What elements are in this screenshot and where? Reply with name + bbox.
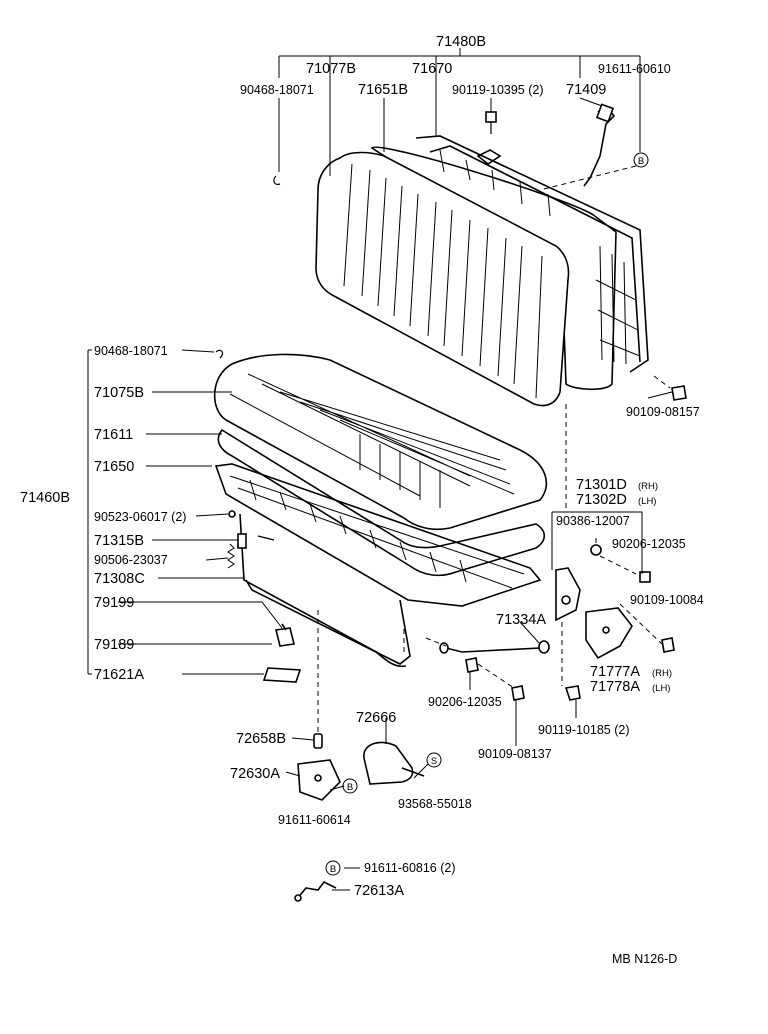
label-72666: 72666 [356,710,396,726]
label-90468-18071-top: 90468-18071 [240,83,314,97]
hinge-71301D [555,567,581,622]
pull-rod [245,579,407,668]
label-79199: 79199 [94,595,134,611]
label-71308C: 71308C [94,571,145,587]
strap-71409 [583,103,616,187]
nut-90206-12035-b [465,657,479,673]
label-71778A: 71778A [590,679,640,695]
hook-lower [215,349,224,359]
bolt-90119-10185 [564,685,581,701]
bolt-90109-08157 [671,385,687,401]
part-72658B [313,733,323,749]
label-71075B: 71075B [94,385,144,401]
label-72658B: 72658B [236,731,286,747]
label-71777A-rh: (RH) [652,668,672,679]
seat-back-frame [370,135,649,391]
seat-cushion-top [213,353,548,531]
label-71409: 71409 [566,82,606,98]
marker-b-72630A-label: B [347,782,353,793]
label-79189: 79189 [94,637,134,653]
spring [227,543,235,569]
marker-b-top-label: B [638,156,644,167]
label-90119-10395: 90119-10395 (2) [452,83,544,97]
part-72613A [294,880,337,902]
label-71777A: 71777A [590,664,640,680]
label-90109-08157: 90109-08157 [626,405,700,419]
marker-s: S [426,752,442,768]
clip-71315B [237,533,247,549]
label-91611-60816: 91611-60816 (2) [364,861,456,875]
label-71077B: 71077B [306,61,356,77]
label-71650: 71650 [94,459,134,475]
label-71334A: 71334A [496,612,546,628]
label-91611-60614: 91611-60614 [278,813,351,827]
label-71315B: 71315B [94,533,144,549]
label-90109-10084: 90109-10084 [630,593,704,607]
label-71301D: 71301D [576,477,627,493]
seat-frame [214,463,542,665]
diagram-code: MB N126-D [612,952,677,966]
washer-90386 [639,571,651,583]
label-71651B: 71651B [358,82,408,98]
label-90119-10185: 90119-10185 (2) [538,723,630,737]
label-90206-12035-b: 90206-12035 [428,695,502,709]
label-90109-08137: 90109-08137 [478,747,552,761]
label-71480B: 71480B [436,34,486,50]
nut-90206-12035 [590,544,602,556]
bolt-90109-08137 [511,685,525,701]
label-72630A: 72630A [230,766,280,782]
cable-71334A [439,640,550,654]
label-72613A: 72613A [354,883,404,899]
hook-top [273,175,281,185]
label-91611-60610: 91611-60610 [598,62,671,76]
marker-b-72613A-label: B [330,864,336,875]
part-labels: 71480B 71077B 71670 91611-60610 90468-18… [20,34,704,966]
part-72630A [297,759,341,801]
label-71301D-rh: (RH) [638,481,658,492]
marker-b-top: B [633,152,649,168]
seat-back-cushion [315,151,570,407]
bolt-90109-10084 [661,637,675,653]
label-71302D-lh: (LH) [638,496,656,507]
label-90386-12007: 90386-12007 [556,514,630,528]
label-71302D: 71302D [576,492,627,508]
label-71621A: 71621A [94,667,144,683]
label-93568-55018: 93568-55018 [398,797,472,811]
label-71460B: 71460B [20,490,70,506]
marker-s-label: S [431,756,437,767]
label-71778A-lh: (LH) [652,683,670,694]
label-90523-06017: 90523-06017 (2) [94,510,186,524]
seat-cushion-pad [217,428,546,577]
marker-b-72630A: B [342,778,358,794]
label-90468-18071: 90468-18071 [94,344,168,358]
bracket-71777A [585,607,633,660]
label-71670: 71670 [412,61,452,77]
label-90206-12035-r: 90206-12035 [612,537,686,551]
latch-79189 [275,623,295,647]
leader-lines [87,48,673,891]
marker-b-72613A: B [325,860,341,876]
label-71611: 71611 [94,427,133,443]
part-72666 [363,741,425,785]
label-90506-23037: 90506-23037 [94,553,168,567]
pad-71621A [262,667,302,683]
